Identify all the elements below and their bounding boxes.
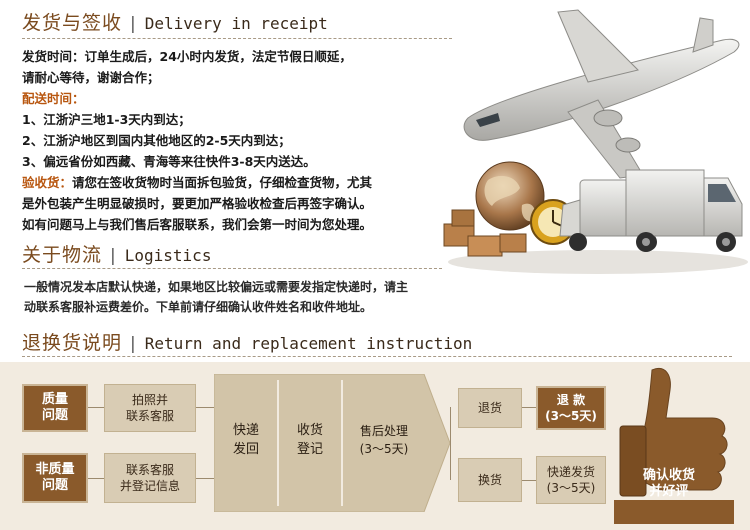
connector (522, 480, 536, 481)
title-separator: | (130, 334, 137, 354)
thumbs-up-icon (614, 368, 734, 524)
logistics-section-title: 关于物流 | Logistics (22, 240, 211, 267)
express-return-step: 快递 发回 (232, 423, 259, 457)
title-separator: | (130, 14, 137, 34)
receive-register-step: 收货 登记 (296, 423, 323, 457)
delivery-line-1: 发货时间：订单生成后，24小时内发货，法定节假日顺延， (22, 49, 352, 64)
connector (522, 407, 536, 408)
process-arrow-icon (214, 374, 450, 512)
quality-issue-box: 质量 问题 (22, 384, 88, 432)
delivery-time-subtitle: 配送时间： (22, 91, 85, 106)
inspect-line-2: 是外包装产生明显破损时，要更加严格验收检查后再签字确认。 (22, 196, 373, 211)
inspect-line-1: 验收货：请您在签收货物时当面拆包验货，仔细检查货物，尤其 (22, 172, 372, 191)
logistics-text-1: 一般情况发本店默认快递，如果地区比较偏远或需要发指定快递时，请主 (24, 280, 409, 294)
connector (196, 407, 214, 408)
contact-register-box: 联系客服 并登记信息 (104, 453, 196, 503)
delivery-item-3: 3、偏远省份如西藏、青海等来往快件3-8天内送达。 (22, 154, 316, 169)
delivery-title-cn: 发货与签收 (22, 12, 123, 34)
connector (196, 478, 214, 479)
after-sales-step: 售后处理 (3～5天) (359, 424, 409, 456)
logistics-title-cn: 关于物流 (22, 244, 103, 266)
returns-title-en: Return and replacement instruction (144, 334, 473, 353)
connector (88, 407, 104, 408)
inspect-label: 验收货： (22, 175, 73, 190)
inspect-line-3: 如有问题马上与我们售后客服联系，我们会第一时间为您处理。 (22, 217, 373, 232)
return-goods-box: 退货 (458, 388, 522, 428)
delivery-divider (22, 38, 452, 39)
logistics-divider (22, 268, 442, 269)
returns-title-cn: 退换货说明 (22, 332, 123, 354)
connector (88, 478, 104, 479)
inspect-text-1: 请您在签收货物时当面拆包验货，仔细检查货物，尤其 (72, 175, 373, 190)
branch-bracket (450, 407, 457, 480)
non-quality-issue-box: 非质量 问题 (22, 453, 88, 503)
refund-box: 退 款 (3～5天) (536, 386, 606, 430)
delivery-item-2: 2、江浙沪地区到国内其他地区的2-5天内到达； (22, 133, 291, 148)
logistics-title-en: Logistics (124, 246, 212, 265)
confirm-review-label: 确认收货 并好评 (642, 468, 695, 499)
logistics-text-2: 动联系客服补运费差价。下单前请仔细确认收件姓名和收件地址。 (24, 300, 373, 314)
delivery-title-en: Delivery in receipt (144, 14, 328, 33)
photo-contact-box: 拍照并 联系客服 (104, 384, 196, 432)
logistics-illustration (443, 9, 748, 274)
package-boxes-icon (443, 209, 527, 257)
truck-icon (625, 169, 743, 252)
title-separator: | (110, 246, 117, 266)
returns-divider (22, 356, 732, 357)
globe-icon (475, 161, 545, 231)
exchange-goods-box: 换货 (458, 458, 522, 502)
delivery-item-1: 1、江浙沪三地1-3天内到达； (22, 112, 191, 127)
returns-section-title: 退换货说明 | Return and replacement instruction (22, 328, 472, 355)
airplane-icon (463, 9, 740, 179)
express-ship-box: 快递发货 (3～5天) (536, 456, 606, 504)
delivery-line-2: 请耐心等待，谢谢合作； (22, 70, 160, 85)
delivery-section-title: 发货与签收 | Delivery in receipt (22, 8, 328, 35)
ground-shadow (448, 250, 748, 274)
